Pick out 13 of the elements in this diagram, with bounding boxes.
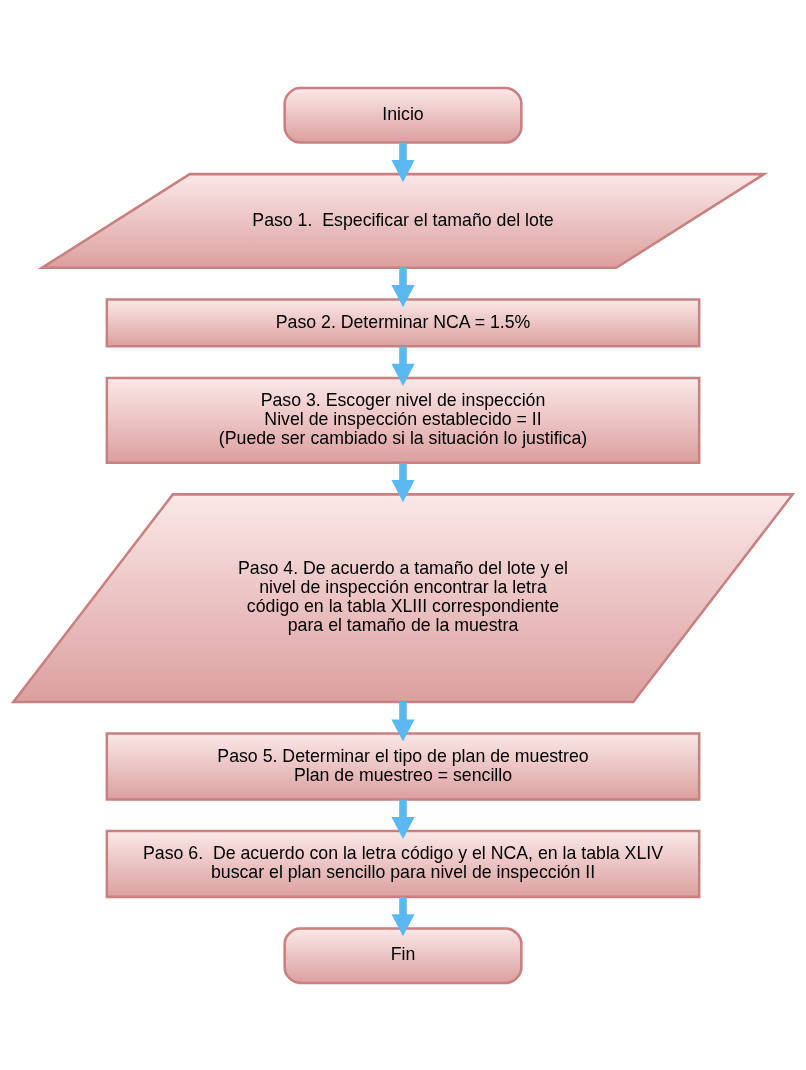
arrow [391,799,415,839]
node-box: Paso 2. Determinar NCA = 1.5% [105,297,701,348]
node-box: Paso 3. Escoger nivel de inspección Nivel de inspección establecido = II (Puede ser cambiado si la situación lo justifica) [105,376,701,464]
arrow [391,346,415,386]
arrow [391,896,415,936]
node-box: Paso 5. Determinar el tipo de plan de muestreo Plan de muestreo = sencillo [105,731,701,801]
arrow [391,701,415,742]
arrow [391,462,415,502]
arrow [391,267,415,307]
node-box: Fin [283,926,523,984]
node-box: Paso 6. De acuerdo con la letra código y el NCA, en la tabla XLIV buscar el plan sencillo para nivel de inspección II [105,829,701,898]
arrow [391,142,415,182]
node-box: Inicio [283,86,523,144]
